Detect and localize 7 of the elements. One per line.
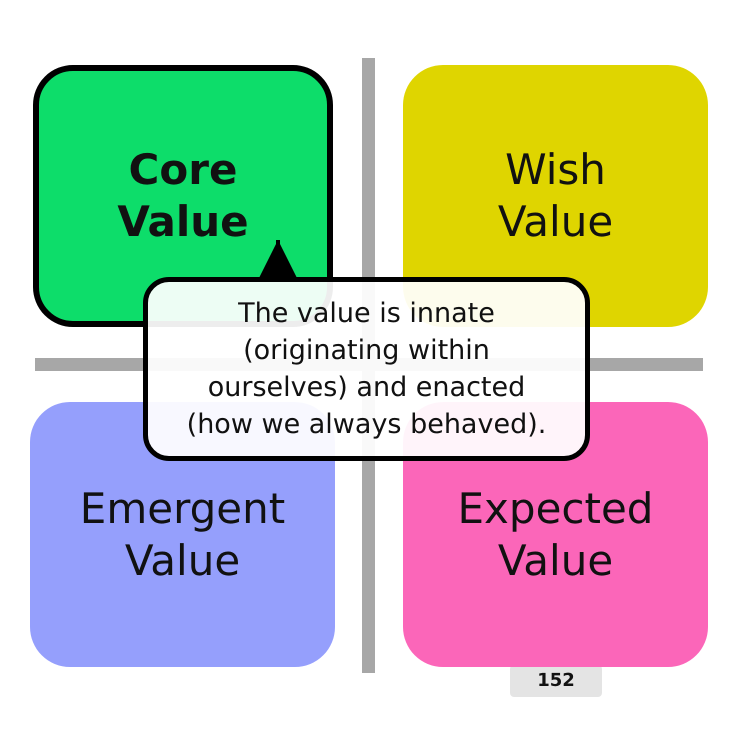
quadrant-title: Core Value	[116, 144, 250, 248]
callout-bubble	[143, 277, 590, 461]
quadrant-title: Wish Value	[496, 144, 614, 248]
quadrant-title: Expected Value	[456, 482, 654, 586]
quadrant-title: Emergent Value	[78, 482, 286, 586]
callout-text: The value is innate (originating within ourselves) and enacted (how we always behaved).	[186, 297, 548, 442]
page-number: 152	[510, 665, 602, 697]
